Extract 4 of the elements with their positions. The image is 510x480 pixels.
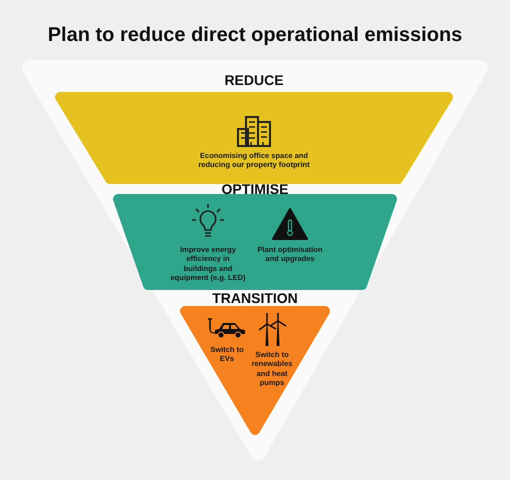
tier-heading: OPTIMISE xyxy=(220,181,290,197)
title: Plan to reduce direct operational emissions xyxy=(46,24,464,47)
tier-heading: REDUCE xyxy=(223,72,285,88)
tier-heading: TRANSITION xyxy=(211,290,299,306)
